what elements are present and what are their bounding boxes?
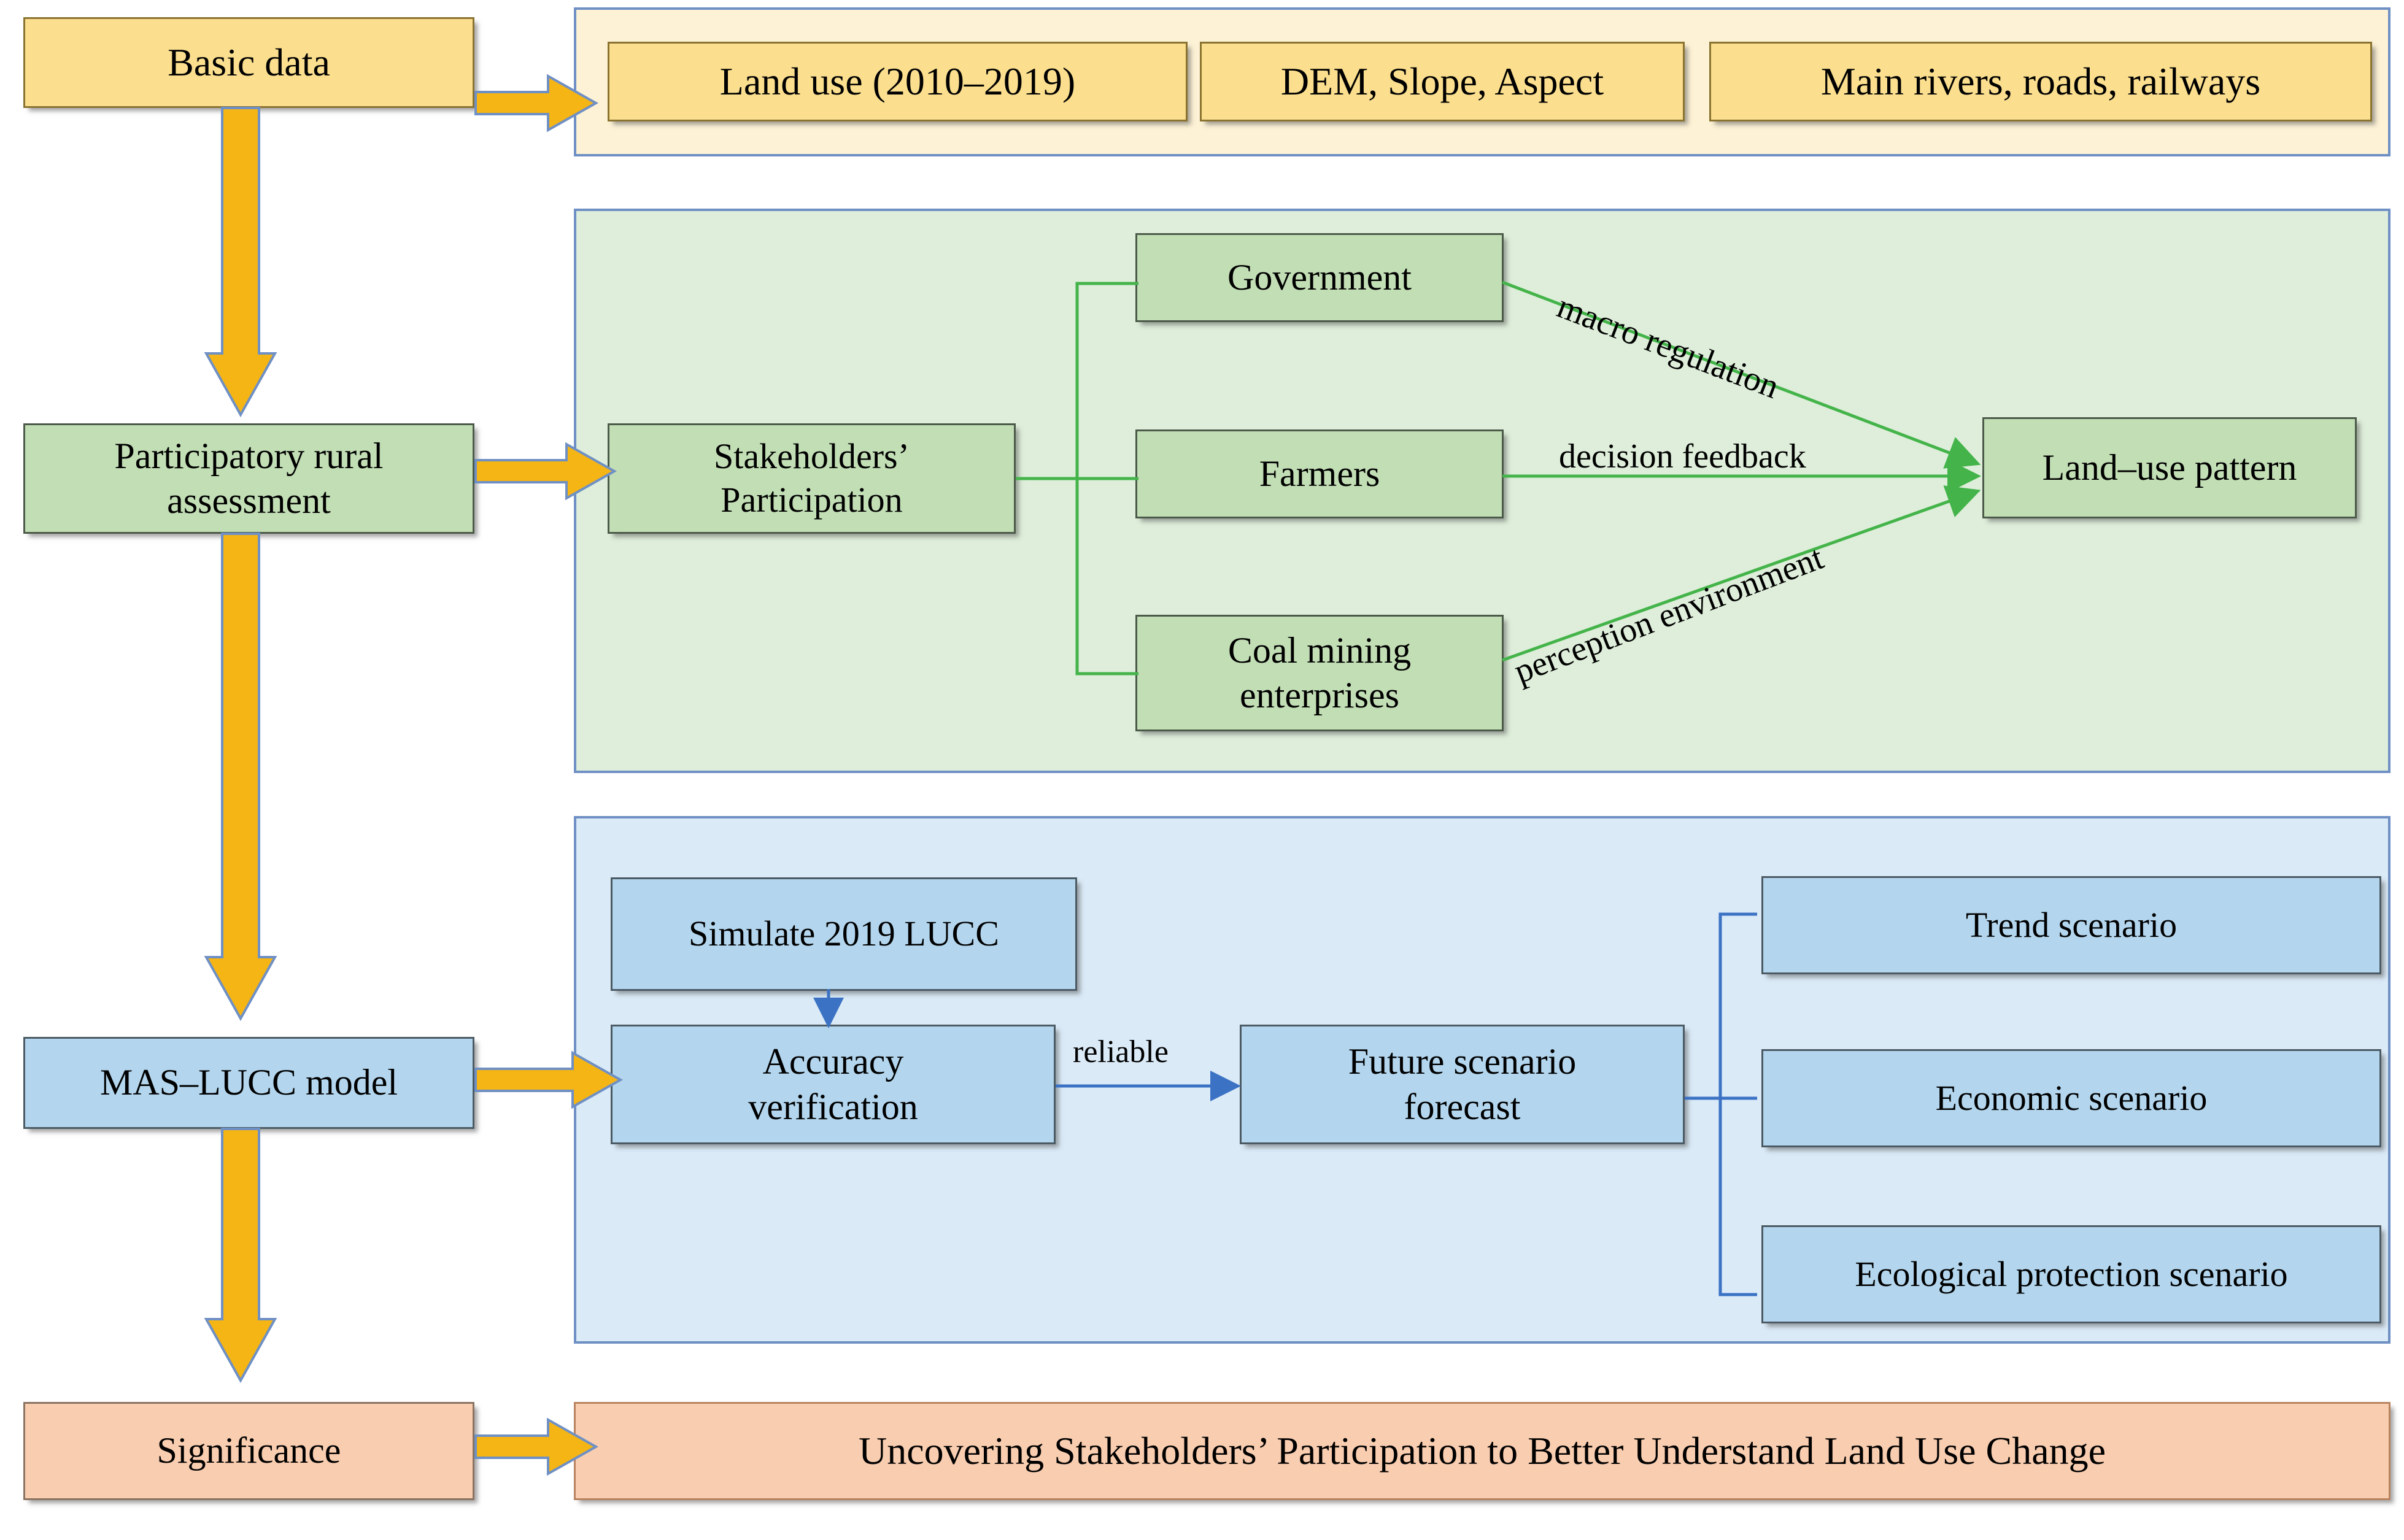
node-land-use-pattern[interactable]: Land–use pattern — [1982, 417, 2357, 518]
connector-simulate-to-accuracy — [813, 989, 844, 1028]
node-ecological-protection-scenario[interactable]: Ecological protection scenario — [1761, 1225, 2381, 1323]
node-simulate-2019-lucc[interactable]: Simulate 2019 LUCC — [611, 877, 1077, 991]
node-farmers[interactable]: Farmers — [1135, 429, 1504, 518]
node-economic-scenario[interactable]: Economic scenario — [1761, 1049, 2381, 1147]
arrow-basic-data-to-data-panel — [474, 74, 599, 147]
connector-actors-to-land-use-pattern — [1502, 280, 1981, 662]
arrow-mas-lucc-to-accuracy — [474, 1050, 624, 1124]
node-dem-slope-aspect[interactable]: DEM, Slope, Aspect — [1200, 42, 1685, 121]
node-land-use[interactable]: Land use (2010–2019) — [608, 42, 1188, 121]
arrow-participatory-to-stakeholders — [474, 442, 617, 515]
node-label: Stakeholders’Participation — [714, 436, 910, 520]
arrow-significance-to-statement — [474, 1417, 599, 1491]
connector-forecast-to-scenarios — [1685, 912, 1757, 1296]
node-significance-statement[interactable]: Uncovering Stakeholders’ Participation t… — [574, 1402, 2390, 1500]
node-mas-lucc-model[interactable]: MAS–LUCC model — [23, 1037, 474, 1129]
node-stakeholders-participation[interactable]: Stakeholders’Participation — [608, 423, 1016, 534]
node-basic-data[interactable]: Basic data — [23, 17, 474, 108]
connector-accuracy-to-forecast — [1056, 1071, 1241, 1101]
edge-label-decision-feedback: decision feedback — [1559, 437, 1806, 475]
arrow-mas-lucc-to-significance — [203, 1128, 282, 1387]
node-significance[interactable]: Significance — [23, 1402, 474, 1500]
edge-label-reliable: reliable — [1073, 1034, 1169, 1069]
connector-stakeholders-bracket — [1016, 282, 1138, 676]
node-government[interactable]: Government — [1135, 233, 1504, 322]
arrow-participatory-to-mas-lucc — [203, 533, 282, 1025]
arrow-basic-data-to-participatory — [203, 107, 282, 421]
node-trend-scenario[interactable]: Trend scenario — [1761, 876, 2381, 974]
node-rivers-roads-railways[interactable]: Main rivers, roads, railways — [1709, 42, 2372, 121]
